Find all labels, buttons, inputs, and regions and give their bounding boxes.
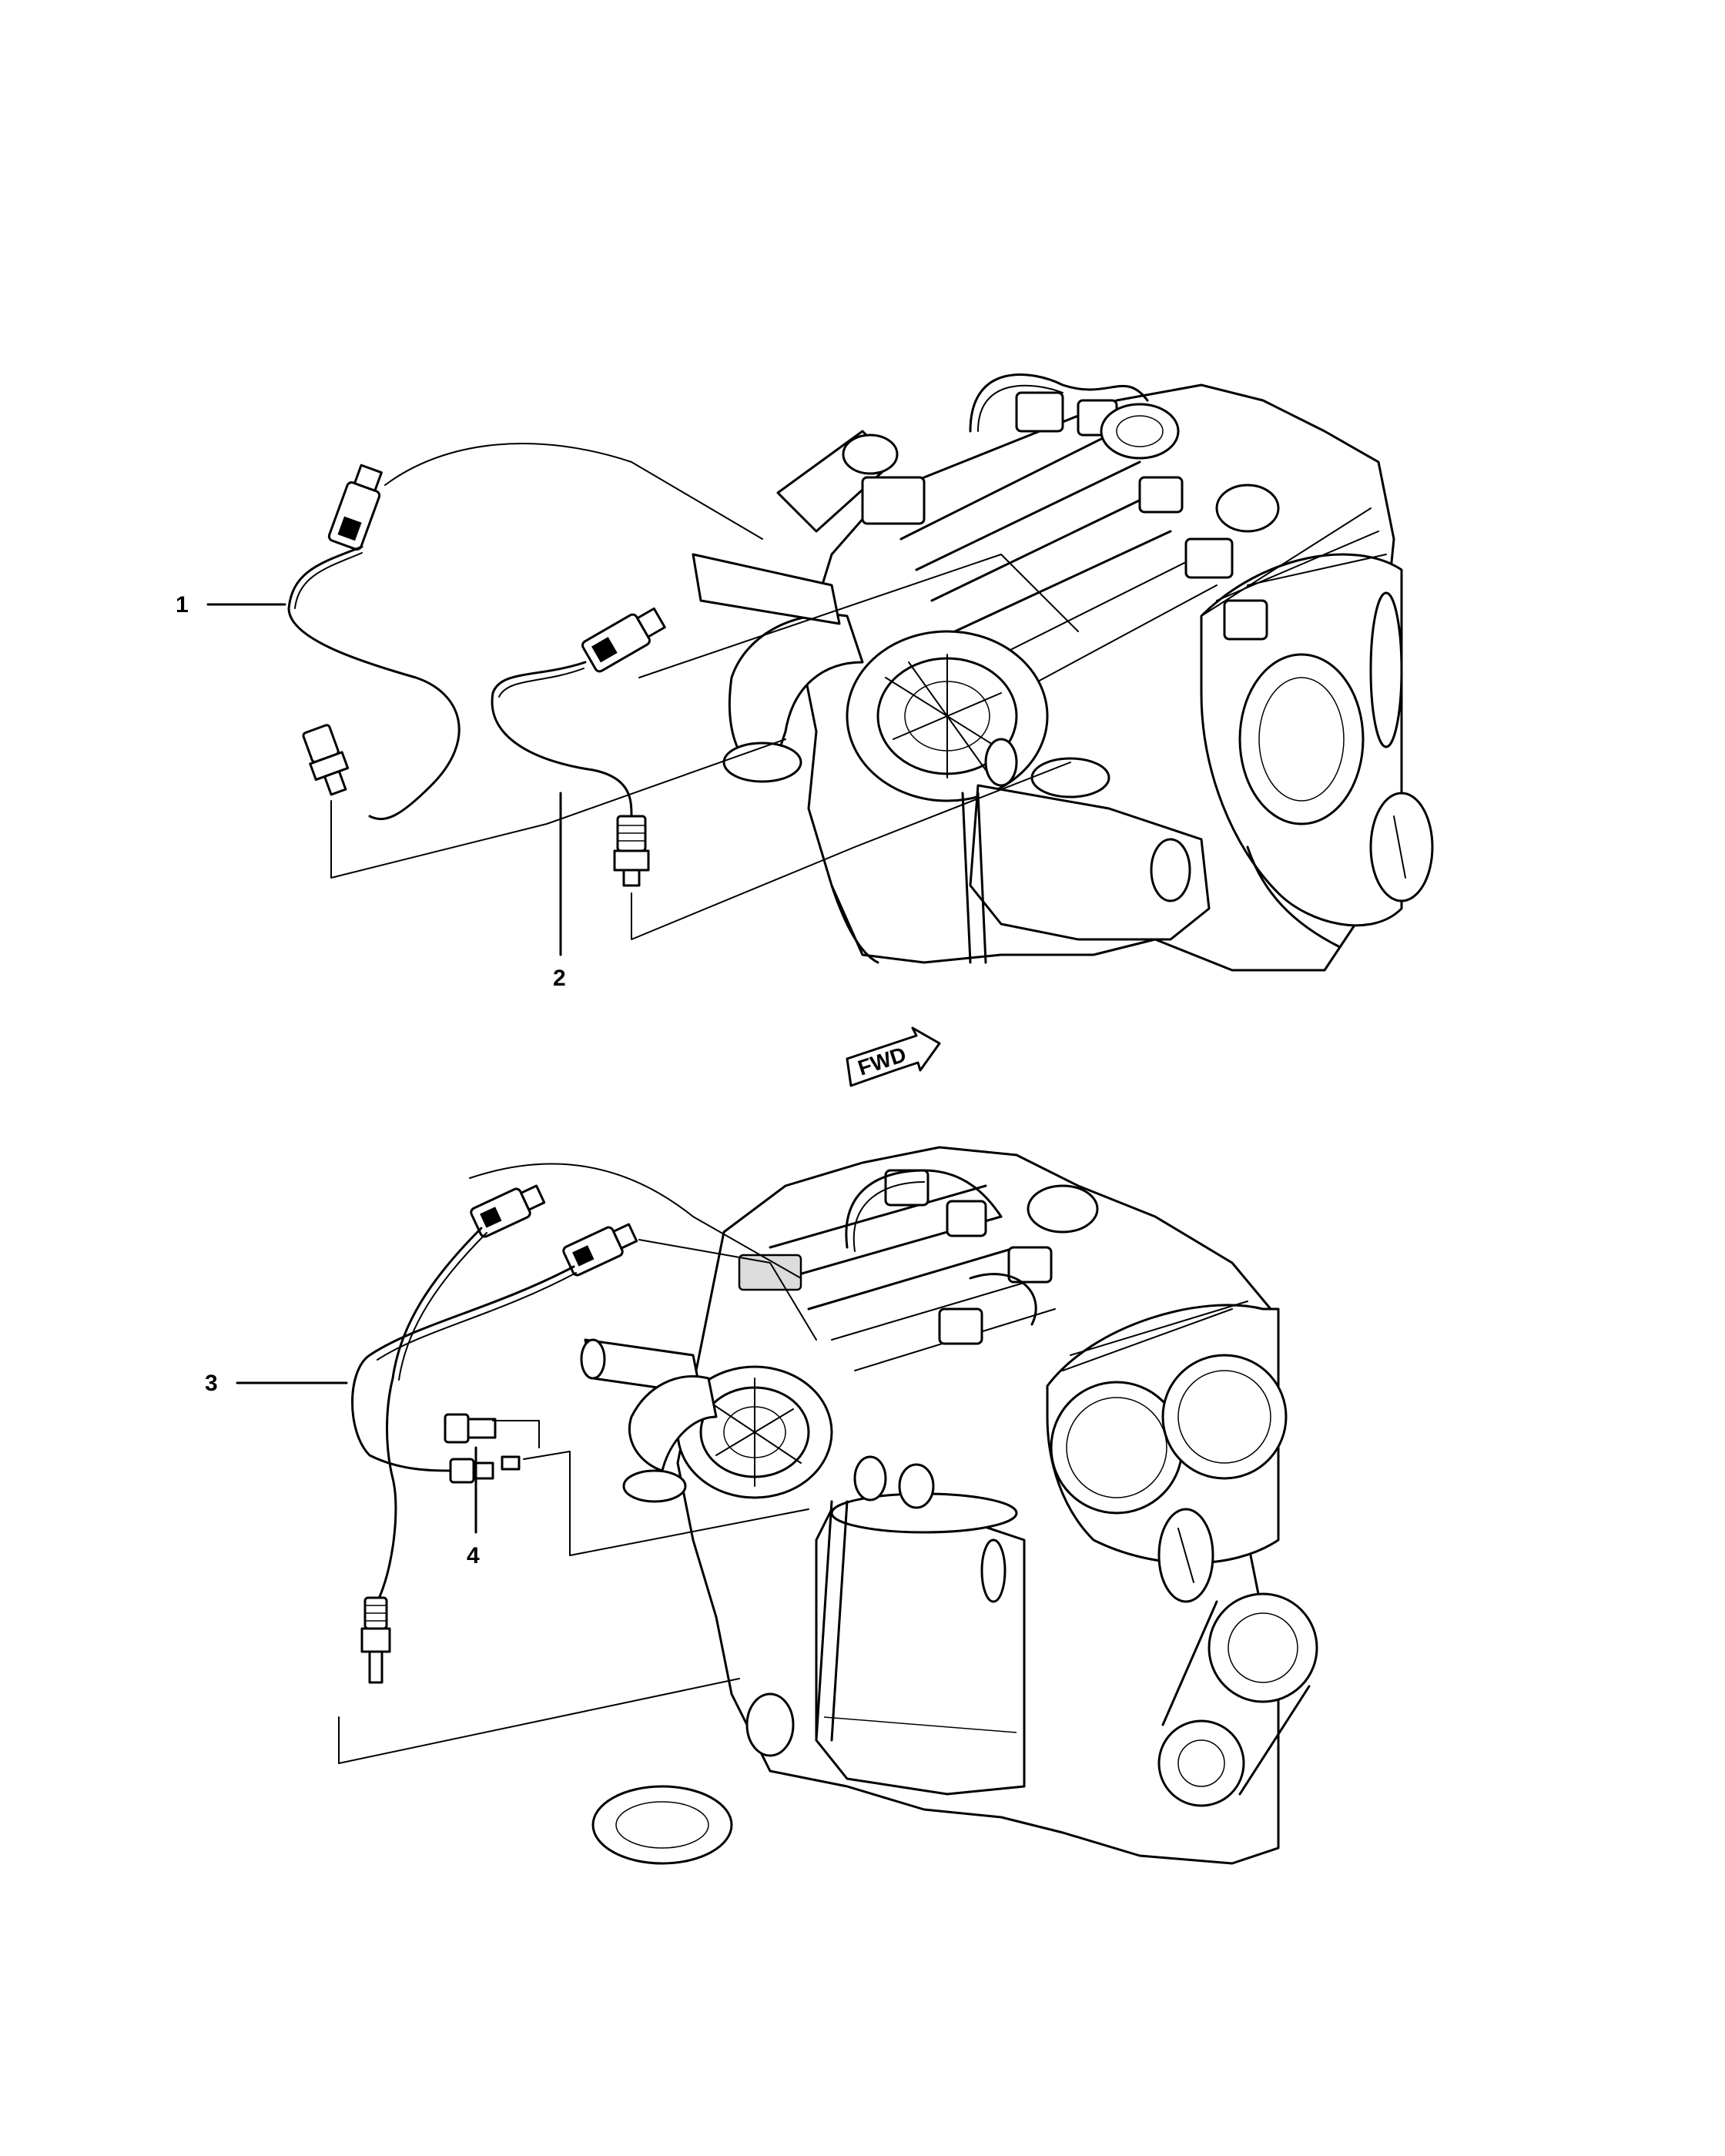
callout-4: 4 <box>467 1446 480 1568</box>
oxygen-sensor-downstream <box>491 554 1079 940</box>
callout-3: 3 <box>205 1371 348 1396</box>
engine-top-view <box>692 373 1434 972</box>
exhaust-temperature-sensors <box>338 1163 817 1764</box>
svg-text:1: 1 <box>176 592 189 618</box>
sensor-fitting <box>444 1413 809 1556</box>
svg-text:3: 3 <box>205 1371 218 1396</box>
oxygen-sensor-upstream <box>287 443 786 879</box>
svg-text:4: 4 <box>467 1543 480 1568</box>
engine-bottom-view <box>580 1146 1318 1865</box>
callout-1: 1 <box>176 592 286 618</box>
svg-text:2: 2 <box>553 966 566 991</box>
fwd-arrow-icon: FWD <box>846 1026 941 1087</box>
callout-2: 2 <box>553 792 566 991</box>
